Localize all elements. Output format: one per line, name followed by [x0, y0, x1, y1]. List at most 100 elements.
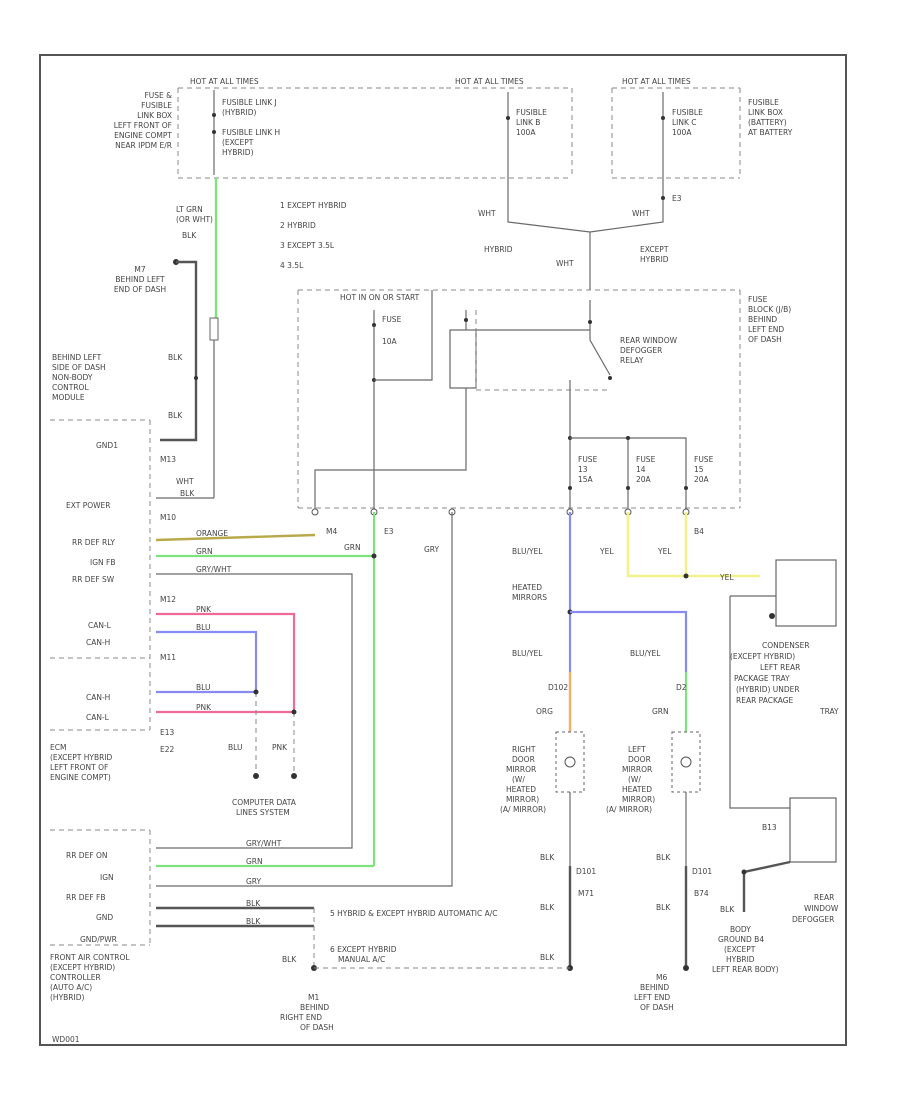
blu-yel-label-c: BLU/YEL	[630, 649, 661, 658]
grn-label-d: GRN	[246, 857, 263, 866]
blk-label-rm2: BLK	[540, 903, 555, 912]
blu-label-c: BLU	[228, 743, 242, 752]
grn-ign-fb-wire: GRN	[156, 547, 374, 558]
gry-label-a: GRY	[424, 545, 440, 554]
connector-b74: B74	[694, 889, 709, 898]
diagram-frame	[39, 54, 847, 1046]
ac-pin-rr-def-fb: RR DEF FB	[66, 893, 105, 902]
blk-label-lm2: BLK	[656, 903, 671, 912]
lt-grn-label: LT GRN(OR WHT)	[176, 205, 213, 224]
option-notes: 1 EXCEPT HYBRID 2 HYBRID 3 EXCEPT 3.5L 4…	[280, 201, 347, 270]
wht-label-center: WHT	[556, 259, 574, 268]
ac-pin-ign: IGN	[100, 873, 114, 882]
ecm-pin-ign-fb: IGN FB	[90, 558, 115, 567]
connector-m4: M4	[326, 527, 337, 536]
note-2: 2 HYBRID	[280, 221, 316, 230]
blu-yel-label-b: BLU/YEL	[512, 649, 543, 658]
connector-m10: M10	[160, 513, 176, 522]
connector-b4: B4	[694, 527, 704, 536]
relay-coil	[449, 329, 477, 389]
blk-label-rm: BLK	[540, 853, 555, 862]
blk-label-rm3: BLK	[540, 953, 555, 962]
blk-label-ac1: BLK	[246, 899, 261, 908]
connector-m13: M13	[160, 455, 176, 464]
org-label: ORG	[536, 707, 553, 716]
blk-label-body: BLK	[720, 905, 735, 914]
gry-wht-label-a: GRY/WHT	[196, 565, 232, 574]
front-ac-controller: RR DEF ON IGN RR DEF FB GND GND/PWR FRON…	[50, 829, 314, 1002]
connector-e22: E22	[160, 745, 175, 754]
blk-label-c: BLK	[168, 411, 183, 420]
ecm-pin-rr-def-rly: RR DEF RLY	[72, 538, 115, 547]
wht-ext-label: WHT	[176, 477, 194, 486]
grn-ign-wire: GRN	[156, 512, 377, 868]
connector-d101b: D101	[692, 867, 712, 876]
yel-condenser-wire: YEL YEL YEL CONDENSER(EXCEPT HYBRID)LEFT…	[599, 512, 839, 716]
ac-pin-rr-def-on: RR DEF ON	[66, 851, 108, 860]
blu-label-a: BLU	[196, 623, 210, 632]
note-1: 1 EXCEPT HYBRID	[280, 201, 347, 210]
hot-left-label: HOT AT ALL TIMES	[190, 77, 259, 86]
ecm-pin-ext-power: EXT POWER	[66, 501, 111, 510]
hybrid-note: HYBRID	[484, 245, 513, 254]
connector-d101: D101	[576, 867, 596, 876]
hot-ig-label: HOT IN ON OR START	[340, 293, 420, 302]
connector-e3: E3	[672, 194, 682, 203]
ecm-pin-gnd1: GND1	[96, 441, 118, 450]
ecm-pin-can-l: CAN-L	[88, 621, 112, 630]
ecm-pin-can-h: CAN-H	[86, 638, 110, 647]
footer-code: WD001	[52, 1035, 80, 1044]
blu-yel-label-a: BLU/YEL	[512, 547, 543, 556]
pnk-label-a: PNK	[196, 605, 212, 614]
gry-wire: GRY	[156, 512, 453, 887]
wht-label-left: WHT	[478, 209, 496, 218]
connector-e3-jb: E3	[384, 527, 394, 536]
connector-e13: E13	[160, 728, 175, 737]
yel-label-c: YEL	[719, 573, 734, 582]
connector-d2: D2	[676, 683, 687, 692]
condenser-box	[775, 559, 837, 627]
fusible-link-j-label: FUSIBLE LINK J(HYBRID)	[222, 98, 277, 117]
connector-m11: M11	[160, 653, 176, 662]
blu-label-b: BLU	[196, 683, 210, 692]
ac-pin-gnd: GND	[96, 913, 113, 922]
note-5: 5 HYBRID & EXCEPT HYBRID AUTOMATIC A/C	[330, 909, 498, 918]
grn-label-b: GRN	[344, 543, 361, 552]
connector-m71: M71	[578, 889, 594, 898]
blk-label-b: BLK	[168, 353, 183, 362]
rear-defogger-box	[789, 797, 837, 863]
pnk-label-c: PNK	[272, 743, 288, 752]
note-3: 3 EXCEPT 3.5L	[280, 241, 335, 250]
blu-can-wires: BLU BLU BLU	[156, 623, 259, 779]
hot-right-label: HOT AT ALL TIMES	[622, 77, 691, 86]
connector-d102: D102	[548, 683, 568, 692]
ecm-pin-can-h-2: CAN-H	[86, 693, 110, 702]
